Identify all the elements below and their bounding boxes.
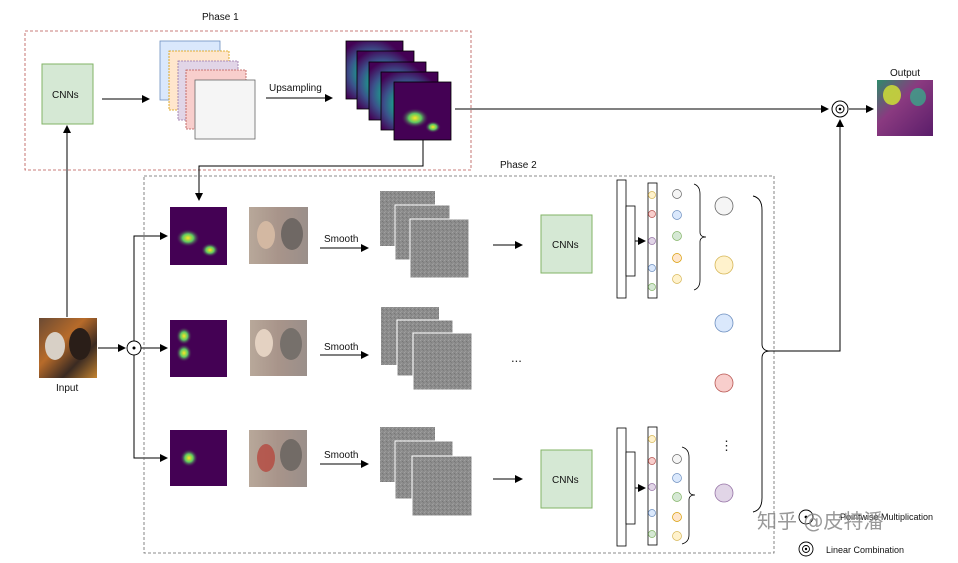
row3-cnn-label: CNNs — [552, 475, 579, 486]
output-label: Output — [890, 68, 920, 79]
arrow-brace-to-combine — [770, 119, 844, 352]
row2-ellipsis: ... — [511, 350, 522, 365]
watermark: 知乎 @皮特潘 — [757, 509, 883, 533]
row3-smoothed-stack — [380, 427, 473, 517]
row1-smooth-label: Smooth — [324, 234, 358, 245]
phase1-title: Phase 1 — [202, 12, 239, 23]
row3-masked-image — [249, 430, 307, 487]
phase2-title: Phase 2 — [500, 160, 537, 171]
row3-cnn-box — [540, 449, 593, 509]
input-image — [39, 318, 97, 378]
legend-linear-label: Linear Combination — [826, 545, 904, 555]
row1-cnn-box — [540, 214, 593, 274]
row1-cnn-label: CNNs — [552, 240, 579, 251]
row2-masked-image — [250, 320, 307, 376]
linear-combination-operator — [831, 100, 849, 118]
legend-linear-icon — [798, 541, 814, 557]
row2-heatmap — [170, 320, 227, 377]
input-label: Input — [56, 383, 78, 394]
row2-smoothed-stack — [381, 307, 473, 391]
pointwise-multiply-operator — [126, 340, 142, 356]
phase2-frame — [143, 175, 775, 554]
arrow-branch-1 — [133, 232, 168, 341]
legend-pointwise-label: Pointwise Multiplication — [840, 512, 933, 522]
aggregated-vertical-ellipsis: ⋮ — [720, 438, 733, 453]
aggregate-brace — [752, 195, 771, 513]
phase1-frame — [24, 30, 472, 171]
row1-masked-image — [249, 207, 308, 264]
row1-heatmap — [170, 207, 227, 265]
row3-smooth-label: Smooth — [324, 450, 358, 461]
feature-maps-stack — [159, 40, 256, 140]
phase1-cnn-box — [41, 63, 94, 125]
arrow-heatmaps-to-phase2 — [195, 140, 424, 201]
row3-network — [616, 426, 696, 547]
legend-pointwise-icon — [798, 509, 814, 525]
row3-heatmap — [170, 430, 227, 486]
aggregated-scores — [714, 196, 734, 503]
arrow-branch-3 — [133, 355, 168, 462]
phase1-cnn-label: CNNs — [52, 90, 79, 101]
row2-smooth-label: Smooth — [324, 342, 358, 353]
upsampled-heatmaps-stack — [345, 40, 452, 141]
output-image — [877, 80, 933, 136]
legend: Pointwise Multiplication Linear Combinat… — [798, 509, 933, 557]
upsampling-label: Upsampling — [269, 83, 322, 94]
row1-network — [616, 179, 707, 299]
row1-smoothed-stack — [380, 191, 470, 279]
